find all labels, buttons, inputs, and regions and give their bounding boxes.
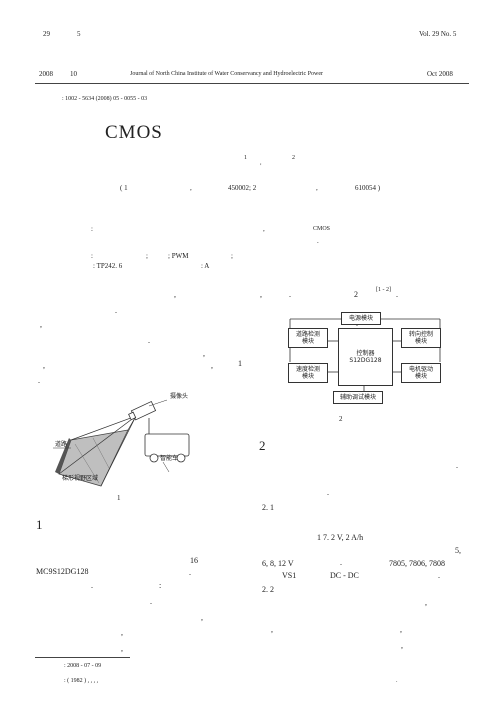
field-hatch-1 [74,443,100,484]
dcdc-label: DC - DC [330,571,359,580]
section1-punct-3: , [121,628,123,637]
section-2-heading: 2 [259,438,266,453]
document-code: : A [201,262,210,270]
section2-five: 5, [455,546,461,555]
abstract-label: : [91,225,93,233]
author-bio-end: . [396,678,398,684]
subsection-2-1: 2. 1 [262,503,274,512]
author-sup-2: 2 [292,155,295,161]
road-detect-module-box: 道路检测 模块 [288,328,328,348]
author-sup-1: 1 [244,155,247,161]
steer-control-module-box: 转向控制 模块 [401,328,441,348]
body-left-punct-3: , [40,320,42,329]
affiliation-2: 450002; 2 [228,184,257,192]
volume-number: 29 [43,30,50,38]
mcu-model: MC9S12DG128 [36,567,89,576]
car-body-icon [144,433,190,457]
body-left-punct-2: . [115,306,117,315]
journal-name: Journal of North China Institute of Wate… [130,71,324,77]
section2-dot-4: . [438,571,440,580]
view-line-1 [70,415,137,441]
abstract-comma: , [263,225,265,233]
section1-punct-2: , [201,613,203,622]
keywords-pwm: ; PWM [168,252,189,260]
section1-punct-4: , [121,644,123,653]
field-edge-shape [55,438,71,474]
view-line-3 [100,415,137,487]
body-left-punct-4: . [148,336,150,345]
debug-module-box: 辅助调试模块 [333,391,383,404]
keywords-sep-2: ; [231,252,233,260]
body-left-punct-7: , [211,361,213,370]
figure-1-diagram [53,399,190,487]
section1-dot-2: . [91,581,93,590]
affiliation-postcode: 610054 ) [355,184,381,192]
car-wheel-icon [176,453,186,463]
figure-ref-2: 2 [354,290,358,299]
article-number: : 1002 - 5634 (2008) 05 - 0055 - 03 [62,96,148,102]
camera-leader [148,399,168,407]
regulator-models: 7805, 7806, 7808 [389,559,445,568]
fig1-field-label: 梯形视野区域 [62,475,99,482]
header-year: 2008 [39,70,53,78]
subsection-2-2: 2. 2 [262,585,274,594]
citation-ref: [1 - 2] [376,287,391,293]
author-bio: : ( 1982 ) , , , , [64,678,99,684]
body-right-comma: , [260,290,262,299]
vs1-label: VS1 [282,571,297,580]
section2-punct-1: , [425,598,427,607]
body-left-punct-1: , [174,290,176,299]
body-left-punct-8: . [38,376,40,385]
affiliation-1: ( 1 [120,184,128,192]
received-date: : 2008 - 07 - 09 [64,663,102,669]
keywords-label: : [91,252,93,260]
body-left-punct-5: , [203,349,205,358]
fig1-car-label: 智能车 [160,455,179,462]
camera-icon [128,400,157,421]
abstract-dot: . [317,237,319,245]
controller-box: 控制器 S12DG128 [338,328,393,386]
power-module-box: 电源模块 [341,312,381,325]
section1-punct-1: . [150,597,152,606]
figure-ref-1: 1 [238,359,242,368]
section-1-heading: 1 [36,517,43,532]
affiliation-comma-1: , [190,184,192,192]
figure-1-caption: 1 [117,494,121,502]
body-right-dot-2: . [396,290,398,299]
header-volume-right: Vol. 29 No. 5 [419,30,457,38]
motor-drive-module-box: 电机驱动 模块 [401,363,441,383]
fig1-road-label: 道路 [55,441,68,448]
body-left-punct-6: , [43,361,45,370]
field-hatch-2 [92,437,110,469]
header-month: 10 [70,70,77,78]
page-title: CMOS [105,122,163,143]
battery-spec: 1 7. 2 V, 2 A/h [317,533,364,542]
view-line-4 [58,415,137,475]
car-leader [162,461,170,473]
abstract-cmos: CMOS [313,226,331,232]
section2-dot-1: . [456,461,458,470]
section2-punct-2: , [271,625,273,634]
section1-colon: : [159,581,162,590]
footnote-rule [35,657,130,658]
body-right-dot: . [289,290,291,299]
header-date-right: Oct 2008 [427,70,453,78]
header-rule [35,83,469,84]
section1-dot-1: . [189,568,191,577]
affiliation-comma-2: , [316,184,318,192]
section2-punct-4: , [401,641,403,650]
author-comma: , [260,160,262,166]
car-wheel-icon [149,453,159,463]
clc-number: : TP242. 6 [93,262,123,270]
section1-num-16: 16 [190,556,198,565]
fig1-camera-label: 摄像头 [170,393,189,400]
voltage-values: 6, 8, 12 V [262,559,294,568]
figure-2-caption: 2 [339,415,343,423]
section2-dot-3: . [340,558,342,567]
section2-punct-3: , [400,625,402,634]
speed-detect-module-box: 速度检测 模块 [288,363,328,383]
section2-dot-2: . [327,488,329,497]
issue-number: 5 [77,30,81,38]
keywords-sep-1: ; [146,252,148,260]
